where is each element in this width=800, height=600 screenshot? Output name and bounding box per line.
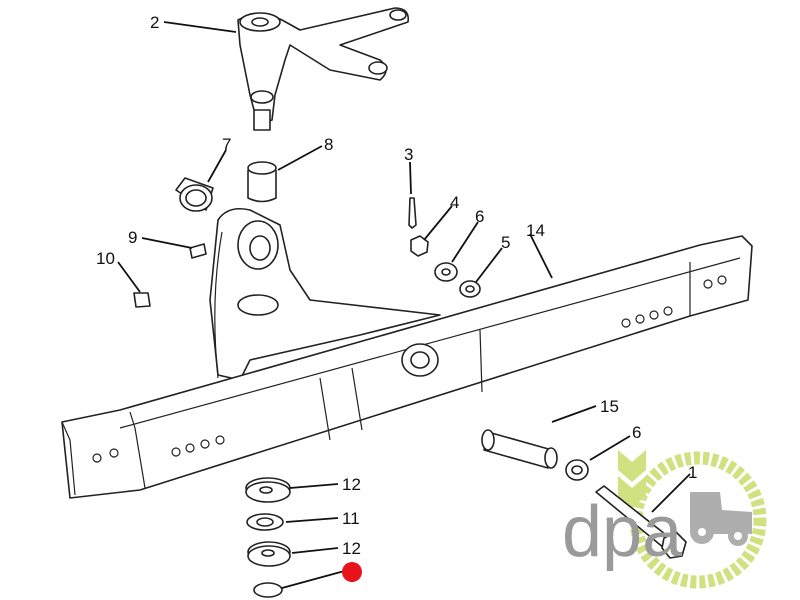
bushing-8 xyxy=(247,161,277,203)
washer-12b xyxy=(247,541,291,567)
callout-12a: 12 xyxy=(342,475,361,494)
grease-fitting xyxy=(189,243,207,259)
bushing-7 xyxy=(175,177,214,212)
axle-beam xyxy=(61,235,753,499)
dpa-logo-text: dpa xyxy=(562,492,683,572)
callout-14: 14 xyxy=(526,221,545,240)
axle-bracket xyxy=(209,207,441,381)
callout-8: 8 xyxy=(324,135,333,154)
callout-5: 5 xyxy=(501,233,510,252)
leader-lines xyxy=(117,21,691,589)
callout-6b: 6 xyxy=(632,423,641,442)
callout-7: 7 xyxy=(222,135,231,154)
washer-6 xyxy=(434,262,458,282)
castle-nut xyxy=(410,235,429,257)
callout-11: 11 xyxy=(342,509,360,528)
seal-ring xyxy=(253,582,283,598)
highlight-marker xyxy=(342,562,362,582)
bolt-10 xyxy=(133,292,151,308)
callout-10: 10 xyxy=(96,249,115,268)
callout-9: 9 xyxy=(128,228,137,247)
pivot-pin xyxy=(481,429,558,469)
washer-6b xyxy=(565,459,589,481)
callout-4: 4 xyxy=(450,193,459,212)
cotter-pin xyxy=(408,197,417,229)
washer-5 xyxy=(459,280,481,298)
callout-6: 6 xyxy=(475,207,484,226)
washer-11 xyxy=(246,513,284,531)
callout-3: 3 xyxy=(404,145,413,164)
bolt-1 xyxy=(595,485,687,559)
washer-12a xyxy=(245,477,291,503)
steering-arm xyxy=(237,7,410,131)
callout-15: 15 xyxy=(600,397,619,416)
callout-12b: 12 xyxy=(342,539,361,558)
callout-2: 2 xyxy=(150,13,159,32)
callout-1: 1 xyxy=(688,463,697,482)
